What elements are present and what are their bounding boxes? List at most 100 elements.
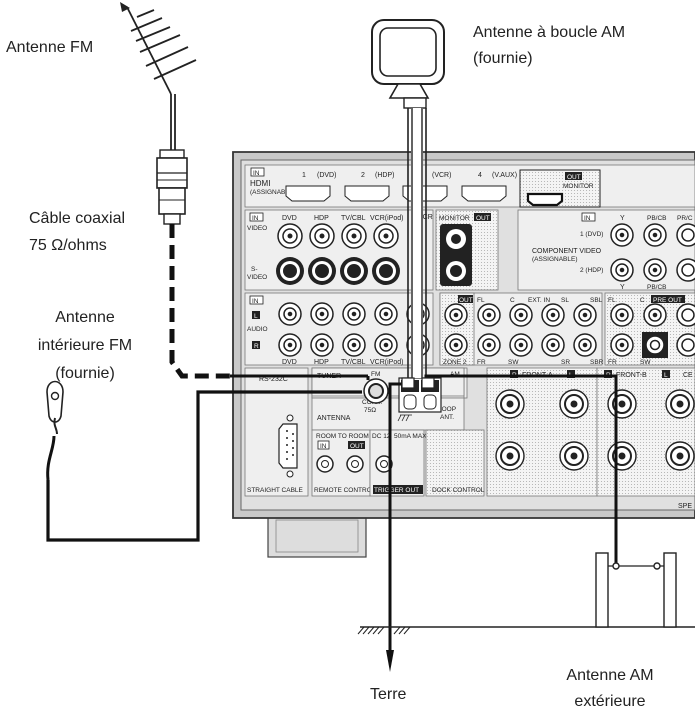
- svg-text:ROOM TO ROOM: ROOM TO ROOM: [316, 433, 369, 440]
- svg-text:COMPONENT VIDEO: COMPONENT VIDEO: [532, 248, 602, 255]
- svg-text:DVD: DVD: [282, 359, 297, 366]
- fm-antenna: [120, 2, 197, 150]
- svg-text:CE: CE: [683, 372, 693, 379]
- svg-text:Y: Y: [620, 284, 625, 291]
- speaker-section: R FRONT-A L R FRONT-B L CE SPE: [486, 367, 695, 510]
- s-video-jacks: [276, 257, 400, 285]
- svg-text:STRAIGHT CABLE: STRAIGHT CABLE: [247, 487, 304, 494]
- svg-text:RS-232C: RS-232C: [259, 376, 288, 383]
- svg-text:LOOP: LOOP: [438, 406, 456, 413]
- svg-text:VCR(iPod): VCR(iPod): [370, 215, 403, 222]
- svg-text:SPE: SPE: [678, 503, 692, 510]
- hdmi-assignable-label: (ASSIGNABLE): [250, 189, 296, 196]
- svg-text:DVD: DVD: [282, 215, 297, 222]
- svg-text:MONITOR: MONITOR: [563, 183, 594, 190]
- svg-text:1: 1: [302, 172, 306, 179]
- am-connection-wires: [388, 374, 618, 660]
- svg-text:FR: FR: [608, 359, 617, 366]
- svg-text:OUT: OUT: [350, 443, 364, 450]
- svg-text:SBL: SBL: [590, 297, 603, 304]
- svg-text:S-: S-: [251, 266, 258, 273]
- svg-text:ZONE 2: ZONE 2: [443, 359, 467, 366]
- svg-text:PRE OUT: PRE OUT: [653, 297, 682, 304]
- monitor-out-section: MONITOR OUT: [435, 209, 499, 291]
- component-jacks: [610, 223, 695, 282]
- svg-text:EXT. IN: EXT. IN: [528, 297, 550, 304]
- svg-text:75Ω: 75Ω: [364, 407, 376, 414]
- receiver-foot: [267, 514, 367, 558]
- svg-text:VCR(iPod): VCR(iPod): [370, 359, 403, 366]
- video-jacks: [277, 223, 399, 249]
- video-section: IN VIDEO S- VIDEO DVD HDP TV/CBL VCR(iPo…: [244, 209, 434, 291]
- svg-text:2: 2: [361, 172, 365, 179]
- svg-text:2 (HDP): 2 (HDP): [580, 267, 603, 274]
- fm-antenna-mast: [126, 6, 172, 95]
- svg-text:PR/C: PR/C: [677, 215, 693, 222]
- svg-text:C: C: [640, 297, 645, 304]
- svg-text:IN: IN: [584, 215, 591, 222]
- svg-text:(ASSIGNABLE): (ASSIGNABLE): [532, 256, 578, 263]
- svg-text:TV/CBL: TV/CBL: [341, 359, 366, 366]
- svg-text:REMOTE CONTROL: REMOTE CONTROL: [314, 487, 376, 494]
- svg-text:PB/CB: PB/CB: [647, 284, 667, 291]
- fm-indoor-antenna-label-1: Antenne: [55, 309, 115, 326]
- am-outdoor-antenna-label-1: Antenne AM: [566, 667, 654, 684]
- hdmi-section: IN HDMI (ASSIGNABLE) 1 (DVD) 2 (HDP) 3 (…: [244, 164, 695, 208]
- audio-section: IN L AUDIO R DVD HDP TV/CBL VCR(iPod): [244, 292, 434, 366]
- svg-text:SR: SR: [561, 359, 570, 366]
- svg-text:(V.AUX): (V.AUX): [492, 172, 517, 179]
- svg-text:Y: Y: [620, 215, 625, 222]
- audio-jacks: [278, 302, 398, 357]
- svg-text:VIDEO: VIDEO: [247, 274, 267, 281]
- svg-text:TV/CBL: TV/CBL: [341, 215, 366, 222]
- svg-text:DOCK CONTROL: DOCK CONTROL: [432, 487, 485, 494]
- svg-text:ANT.: ANT.: [440, 414, 454, 421]
- svg-text:IN: IN: [320, 443, 327, 450]
- svg-text:(HDP): (HDP): [375, 172, 394, 179]
- svg-text:PB/CB: PB/CB: [647, 215, 667, 222]
- control-section: ROOM TO ROOM IN OUT REMOTE CONTROL DC 12…: [311, 429, 485, 497]
- svg-text:HDP: HDP: [314, 359, 329, 366]
- svg-text:4: 4: [478, 172, 482, 179]
- speaker-terminals: [495, 389, 695, 471]
- coax-cable-label: Câble coaxial: [29, 210, 126, 227]
- am-loop-antenna-label-sub: (fournie): [473, 50, 533, 67]
- ground-label: Terre: [370, 686, 407, 703]
- svg-text:SBR: SBR: [590, 359, 604, 366]
- coax-connector-icon: [156, 149, 188, 225]
- svg-text:IN: IN: [252, 298, 259, 305]
- svg-text:R: R: [254, 343, 259, 350]
- fm-indoor-antenna-wire: [46, 390, 362, 542]
- coax-cable-ohm-label: 75 Ω/ohms: [29, 237, 107, 254]
- am-loop-antenna: [371, 19, 445, 378]
- svg-text:ANTENNA: ANTENNA: [317, 415, 351, 422]
- svg-text:IN: IN: [252, 215, 259, 222]
- svg-text:SW: SW: [508, 359, 519, 366]
- multichannel-section: OUT ZONE 2 FL C EXT. IN SL SBL FR SW SR …: [439, 292, 695, 366]
- am-outdoor-antenna: [595, 552, 677, 628]
- svg-text:FL: FL: [608, 297, 616, 304]
- fm-antenna-label: Antenne FM: [6, 39, 94, 56]
- fm-indoor-antenna: [46, 380, 362, 542]
- hdmi-in-label: IN: [253, 170, 260, 177]
- receiver-rear-panel: IN HDMI (ASSIGNABLE) 1 (DVD) 2 (HDP) 3 (…: [232, 151, 695, 558]
- coax-cable: [169, 224, 230, 379]
- multichannel-jacks: [444, 303, 597, 357]
- svg-text:OUT: OUT: [459, 297, 473, 304]
- svg-text:AUDIO: AUDIO: [247, 326, 268, 333]
- svg-text:VIDEO: VIDEO: [247, 225, 267, 232]
- svg-text:TRIGGER OUT: TRIGGER OUT: [374, 487, 419, 494]
- svg-text:OUT: OUT: [476, 215, 490, 222]
- fm-antenna-tip-icon: [120, 2, 130, 12]
- svg-text:1 (DVD): 1 (DVD): [580, 231, 603, 238]
- svg-text:(DVD): (DVD): [317, 172, 336, 179]
- am-outdoor-antenna-label-2: extérieure: [574, 693, 646, 710]
- svg-text:SL: SL: [561, 297, 569, 304]
- svg-text:DC 12: DC 12: [372, 433, 391, 440]
- svg-text:MONITOR: MONITOR: [439, 215, 470, 222]
- svg-text:L: L: [664, 372, 668, 379]
- hdmi-label: HDMI: [250, 179, 270, 188]
- svg-text:50mA MAX.: 50mA MAX.: [394, 433, 429, 440]
- svg-text:C: C: [510, 297, 515, 304]
